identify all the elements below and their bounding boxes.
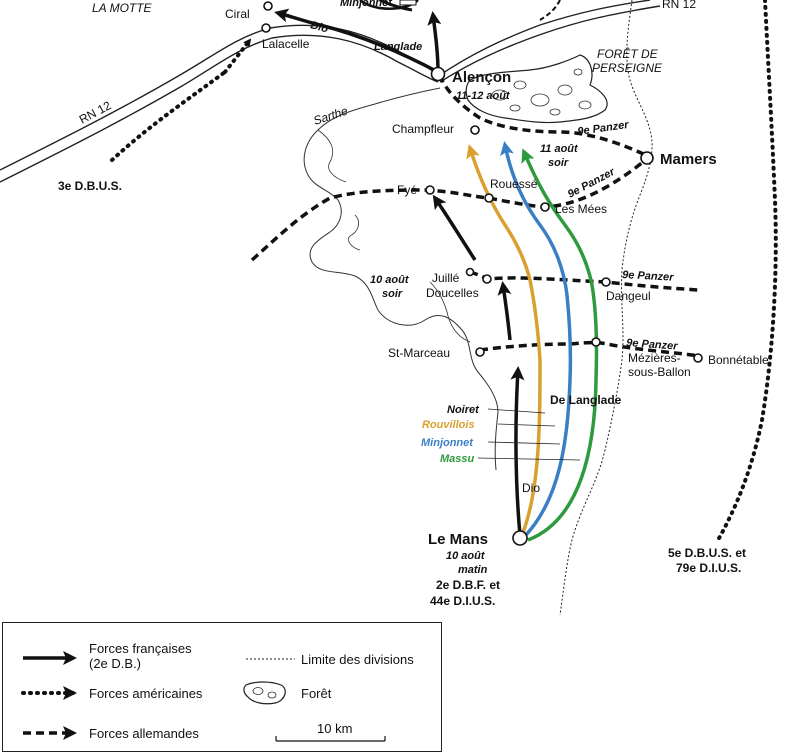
legend-french-label-2: (2e D.B.) [89,656,142,671]
champfleur-label: Champfleur [392,122,454,136]
mamers-marker [640,151,654,165]
minjonnet-route [500,141,573,539]
rn12-right-label: RN 12 [662,0,696,11]
les-mees-marker [540,202,550,212]
legend-symbols [21,651,386,742]
les-mees-label: Les Mées [555,202,607,216]
bonnetable-marker [693,353,703,363]
panzer-1-label: 9e Panzer [577,119,630,138]
dangeul-marker [601,277,611,287]
fye-marker [425,185,435,195]
legend-german-label: Forces allemandes [89,726,199,741]
ciral-marker [263,1,273,11]
legend-forest-label: Forêt [301,686,332,701]
mezieres-label-1: Mézières- [628,351,681,365]
dio-top-label: Dio [309,19,329,35]
perseigne-label: PERSEIGNE [592,61,663,75]
panzer-3-label: 9e Panzer [622,269,675,284]
dangeul-label: Dangeul [606,289,651,303]
5e-dbus-label-1: 5e D.B.U.S. et [668,546,746,560]
le-mans-date-1: 10 août [446,550,486,562]
american-forces-routes [110,0,778,542]
doucelles-label: Doucelles [426,286,479,300]
lalacelle-label: Lalacelle [262,37,310,51]
2e-dbf-label-2: 44e D.I.U.S. [430,594,495,608]
alencon-marker [430,66,446,82]
11-aout-label: 11 août [540,143,579,155]
division-limit-line [559,0,653,616]
mamers-label: Mamers [660,151,717,168]
rouesse-label: Rouessé [490,177,538,191]
lalacelle-marker [261,23,271,33]
alencon-date-label: 11-12 août [456,90,511,102]
perseigne-forest [465,54,608,124]
langlade-top-label: Langlade [374,41,422,53]
bonnetable-label: Bonnétable [708,353,769,367]
minjonnet-top-label: Minjonnet [340,0,393,9]
legend-scale-bar [275,736,386,742]
legend-division-label: Limite des divisions [301,652,414,667]
massu-route [521,148,599,542]
10-aout-label: 10 août [370,274,410,286]
legend-forest-icon [243,681,286,705]
minjonnet-label: Minjonnet [421,437,474,449]
legend-french-label-1: Forces françaises [89,641,192,656]
10-soir-label: soir [382,288,403,300]
campaign-map: LA MOTTE Ciral Lalacelle RN 12 RN 12 Ale… [0,0,778,616]
french-top-routes [274,0,442,74]
foret-de-label: FORÊT DE [597,46,659,61]
noiret-route-upper [497,281,512,341]
le-mans-label: Le Mans [428,531,488,548]
legend-american-label: Forces américaines [89,686,203,701]
rouvillois-label: Rouvillois [422,419,475,431]
le-mans-marker [512,530,528,546]
dio-label: Dio [522,481,540,495]
massu-label: Massu [440,453,475,465]
towns [261,1,703,546]
la-motte-label: LA MOTTE [92,1,153,15]
rouvillois-route [466,144,542,536]
legend-scale-label: 10 km [317,721,353,736]
legend: Forces françaises (2e D.B.) Forces améri… [2,622,442,752]
de-langlade-label: De Langlade [550,393,622,407]
mezieres-marker [591,337,601,347]
2e-dbf-label-1: 2e D.B.F. et [436,578,500,592]
sarthe-label: Sarthe [312,104,350,128]
noiret-label: Noiret [447,404,480,416]
alencon-label: Alençon [452,69,511,86]
fye-label: Fyé [397,183,417,197]
champfleur-marker [470,125,480,135]
st-marceau-marker [475,347,485,357]
5e-dbus-label-2: 79e D.I.U.S. [676,561,741,575]
ciral-label: Ciral [225,7,250,21]
juille-marker [465,267,475,277]
rouesse-marker [484,193,494,203]
mezieres-label-2: sous-Ballon [628,365,691,379]
juille-label: Juillé [432,271,460,285]
11-soir-label: soir [548,157,569,169]
doucelles-marker [482,274,492,284]
noiret-route-north [432,194,477,261]
noiret-route [510,366,525,536]
3e-dbus-label: 3e D.B.U.S. [58,179,122,193]
st-marceau-label: St-Marceau [388,346,450,360]
le-mans-date-2: matin [458,564,488,576]
column-arrows [432,141,599,542]
panzer-4-label: 9e Panzer [626,337,679,353]
